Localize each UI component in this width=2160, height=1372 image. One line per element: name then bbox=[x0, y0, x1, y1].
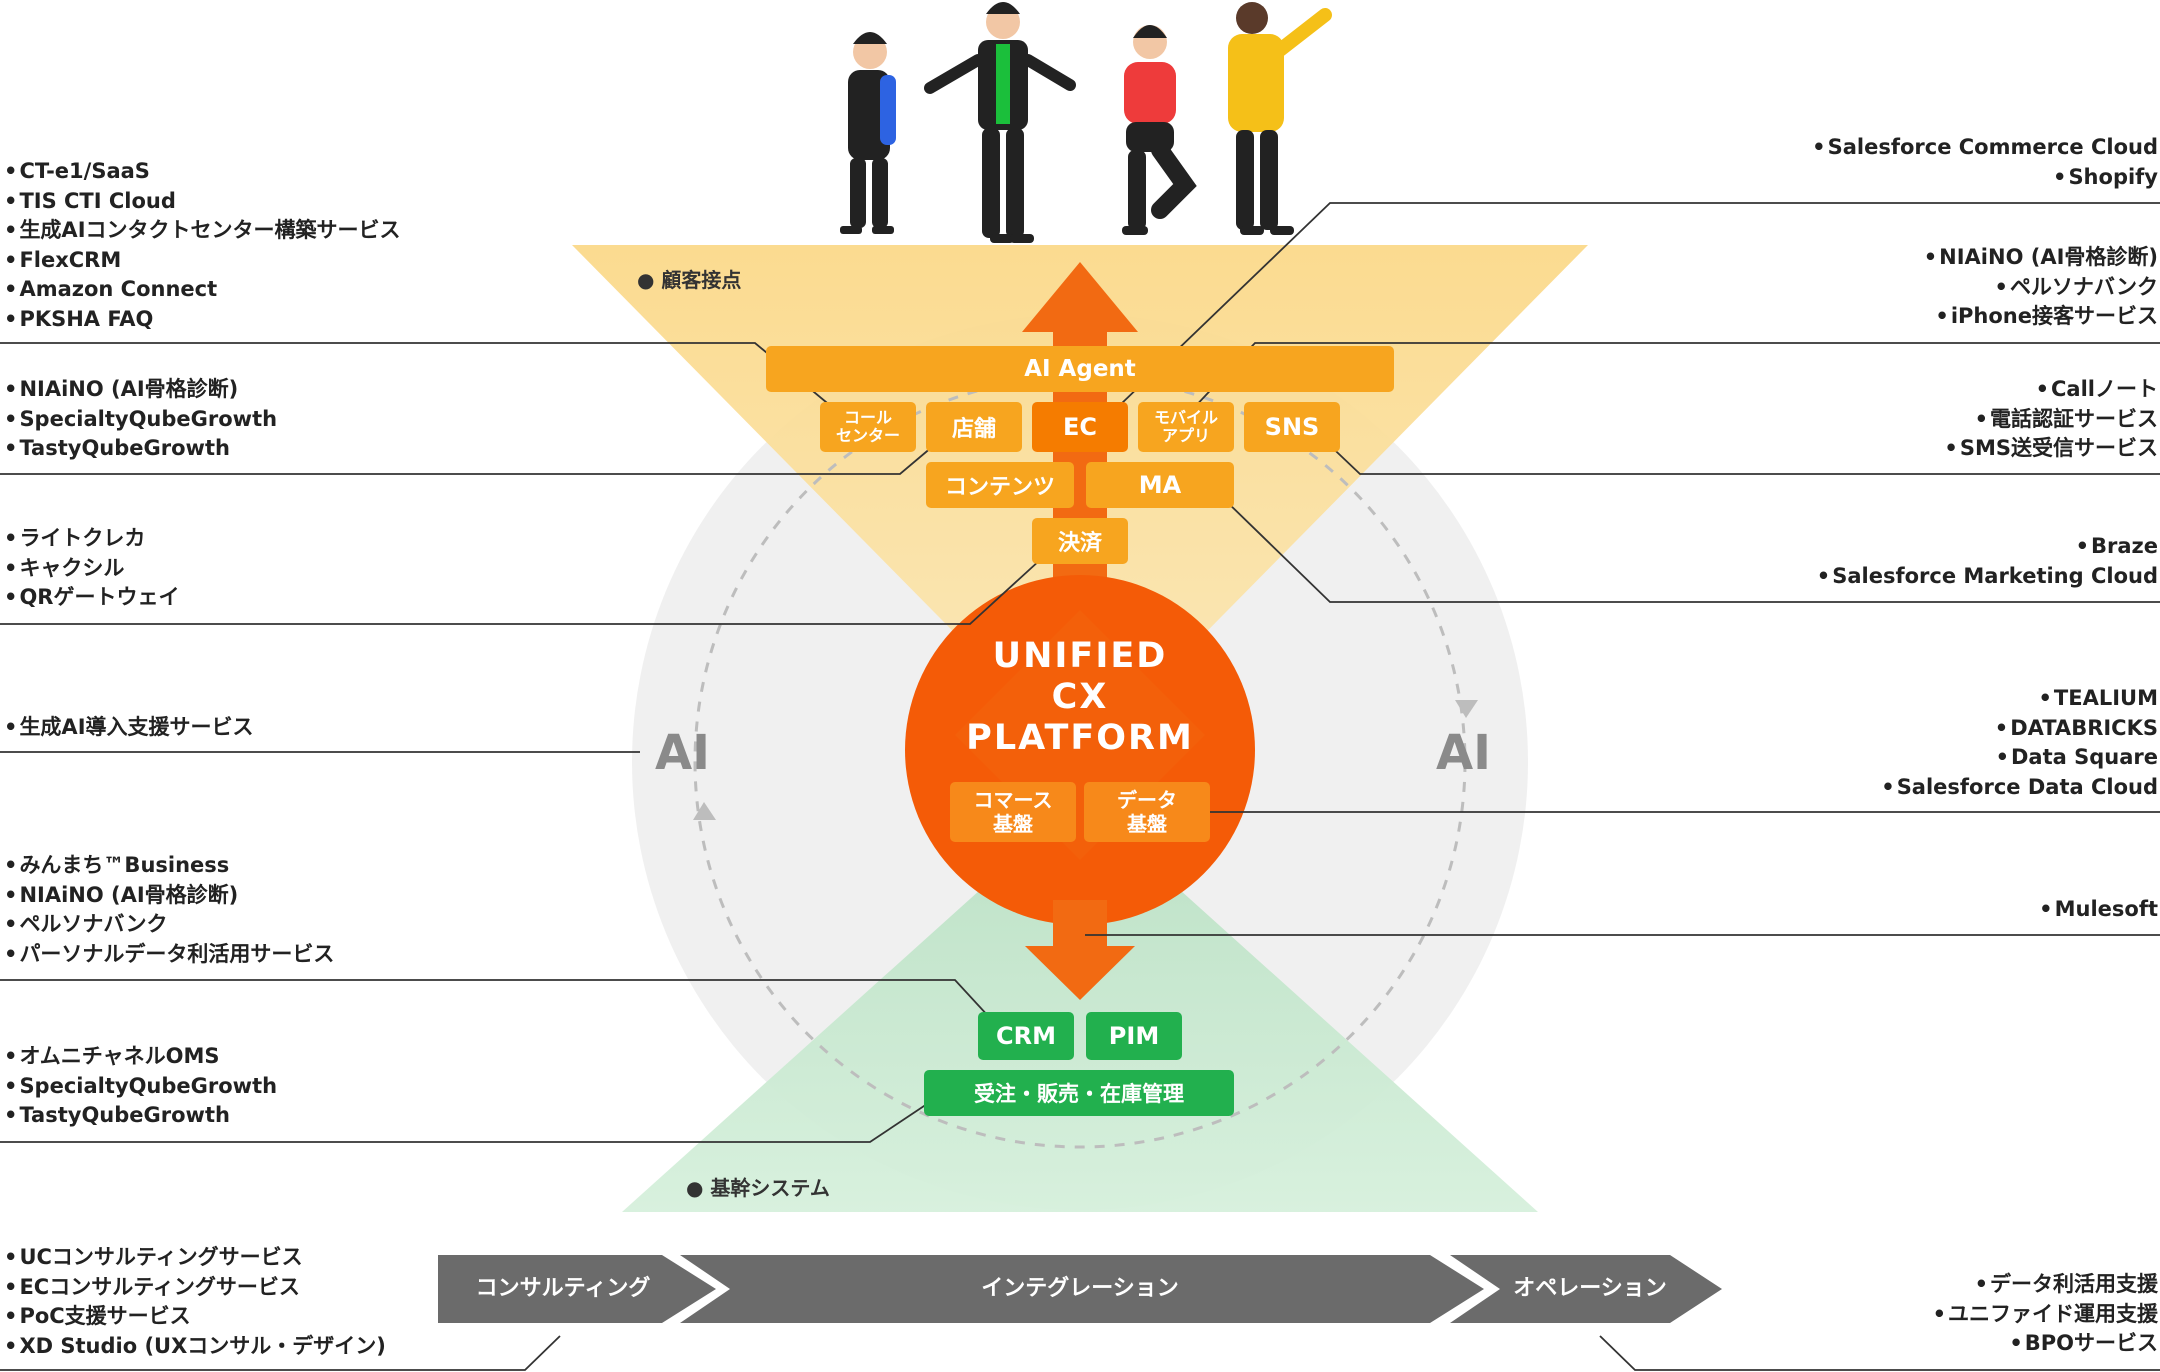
ai-cycle-arrow-left bbox=[693, 802, 716, 820]
touchpoint-text: 顧客接点 bbox=[661, 268, 742, 292]
person-3 bbox=[1122, 25, 1197, 235]
ai-cycle-arrow-right bbox=[1455, 700, 1478, 718]
list-item: ペルソナバンク bbox=[4, 910, 334, 940]
list-item: Data Square bbox=[1881, 743, 2158, 773]
list-item: Callノート bbox=[1944, 375, 2158, 405]
pill-content: コンテンツ bbox=[926, 462, 1074, 508]
pill-order-inventory: 受注・販売・在庫管理 bbox=[924, 1070, 1234, 1116]
list-item: ペルソナバンク bbox=[1924, 273, 2158, 303]
list-item: パーソナルデータ利活用サービス bbox=[4, 940, 334, 970]
list-item: ユニファイド運用支援 bbox=[1933, 1300, 2158, 1330]
downward-arrow-shaft bbox=[1053, 900, 1107, 948]
list-item: ライトクレカ bbox=[4, 524, 179, 554]
left-list-crm: みんまち™BusinessNIAiNO (AI骨格診断)ペルソナバンクパーソナル… bbox=[4, 851, 334, 969]
list-item: Mulesoft bbox=[2039, 895, 2158, 925]
list-item: Shopify bbox=[1812, 163, 2158, 193]
phase-arrow-integration bbox=[680, 1255, 1484, 1323]
list-item: PoC支援サービス bbox=[4, 1302, 386, 1332]
pill-ai-agent: AI Agent bbox=[766, 346, 1394, 392]
list-item: XD Studio (UXコンサル・デザイン) bbox=[4, 1332, 385, 1362]
right-list-mobile: NIAiNO (AI骨格診断)ペルソナバンクiPhone接客サービス bbox=[1924, 243, 2158, 332]
list-item: UCコンサルティングサービス bbox=[4, 1243, 386, 1273]
list-item: キャクシル bbox=[4, 554, 179, 584]
left-list-genai: 生成AI導入支援サービス bbox=[4, 713, 253, 743]
list-item: ECコンサルティングサービス bbox=[4, 1273, 386, 1303]
pill-ec: EC bbox=[1032, 402, 1128, 452]
list-item: NIAiNO (AI骨格診断) bbox=[4, 881, 334, 911]
list-item: Salesforce Commerce Cloud bbox=[1812, 133, 2158, 163]
list-item: 生成AI導入支援サービス bbox=[4, 713, 253, 743]
list-item: TastyQubeGrowth bbox=[4, 434, 277, 464]
left-list-consulting: UCコンサルティングサービスECコンサルティングサービスPoC支援サービスXD … bbox=[4, 1243, 386, 1362]
list-item: Salesforce Data Cloud bbox=[1881, 773, 2158, 803]
left-leader-lines bbox=[0, 342, 1041, 1371]
list-item: TIS CTI Cloud bbox=[4, 187, 401, 217]
list-item: TEALIUM bbox=[1881, 684, 2158, 714]
list-item: NIAiNO (AI骨格診断) bbox=[1924, 243, 2158, 273]
pill-pim: PIM bbox=[1086, 1012, 1182, 1060]
right-list-sns: Callノート電話認証サービスSMS送受信サービス bbox=[1944, 375, 2158, 464]
pill-commerce-base: コマース 基盤 bbox=[950, 782, 1076, 842]
list-item: NIAiNO (AI骨格診断) bbox=[4, 375, 277, 405]
phase-arrow-operation bbox=[1450, 1255, 1722, 1323]
section-label-touchpoint: ● 顧客接点 bbox=[637, 268, 742, 292]
phase-consulting-label: コンサルティング bbox=[475, 1276, 651, 1301]
left-list-oms: オムニチャネルOMSSpecialtyQubeGrowthTastyQubeGr… bbox=[4, 1042, 277, 1131]
pill-ma: MA bbox=[1086, 462, 1234, 508]
phase-integration-label: インテグレーション bbox=[981, 1276, 1179, 1301]
list-item: Salesforce Marketing Cloud bbox=[1817, 562, 2158, 592]
left-list-store: NIAiNO (AI骨格診断)SpecialtyQubeGrowthTastyQ… bbox=[4, 375, 277, 464]
list-item: オムニチャネルOMS bbox=[4, 1042, 277, 1072]
right-leader-lines bbox=[1085, 202, 2160, 1371]
list-item: BPOサービス bbox=[1933, 1329, 2158, 1359]
person-1 bbox=[840, 32, 896, 234]
pill-call-center: コール センター bbox=[820, 402, 916, 452]
pill-store: 店舗 bbox=[926, 402, 1022, 452]
list-item: FlexCRM bbox=[4, 246, 401, 276]
core-system-triangle bbox=[622, 800, 1538, 1212]
phase-arrows bbox=[438, 1255, 1722, 1323]
ai-cycle-dashed-circle bbox=[693, 375, 1467, 1149]
platform-title: UNIFIED CX PLATFORM bbox=[966, 636, 1194, 758]
phase-arrow-consulting bbox=[438, 1255, 716, 1323]
left-list-payment: ライトクレカキャクシルQRゲートウェイ bbox=[4, 524, 179, 613]
phase-operation-label: オペレーション bbox=[1513, 1276, 1667, 1301]
right-list-data: TEALIUMDATABRICKSData SquareSalesforce D… bbox=[1881, 684, 2158, 802]
list-item: SpecialtyQubeGrowth bbox=[4, 1072, 277, 1102]
list-item: Amazon Connect bbox=[4, 275, 401, 305]
upward-arrow-head bbox=[1022, 262, 1138, 332]
list-item: TastyQubeGrowth bbox=[4, 1101, 277, 1131]
list-item: データ利活用支援 bbox=[1933, 1270, 2158, 1300]
people-illustration bbox=[840, 2, 1332, 243]
list-item: 電話認証サービス bbox=[1944, 405, 2158, 435]
list-item: Braze bbox=[1817, 532, 2158, 562]
core-system-text: 基幹システム bbox=[710, 1176, 830, 1200]
list-item: CT-e1/SaaS bbox=[4, 157, 401, 187]
right-list-ma: BrazeSalesforce Marketing Cloud bbox=[1817, 532, 2158, 591]
list-item: SMS送受信サービス bbox=[1944, 434, 2158, 464]
pill-sns: SNS bbox=[1244, 402, 1340, 452]
list-item: 生成AIコンタクトセンター構築サービス bbox=[4, 216, 400, 246]
pill-data-base: データ 基盤 bbox=[1084, 782, 1210, 842]
list-item: PKSHA FAQ bbox=[4, 305, 401, 335]
person-2 bbox=[924, 2, 1076, 243]
list-item: iPhone接客サービス bbox=[1924, 302, 2158, 332]
pill-payment: 決済 bbox=[1032, 518, 1128, 564]
list-item: QRゲートウェイ bbox=[4, 583, 179, 613]
person-4 bbox=[1228, 2, 1332, 235]
pill-mobile-app: モバイル アプリ bbox=[1138, 402, 1234, 452]
ai-label-left: AI bbox=[655, 725, 711, 781]
right-list-integration: Mulesoft bbox=[2039, 895, 2158, 925]
right-list-operation: データ利活用支援ユニファイド運用支援BPOサービス bbox=[1933, 1270, 2158, 1359]
list-item: みんまち™Business bbox=[4, 851, 334, 881]
section-label-core-system: ● 基幹システム bbox=[686, 1176, 830, 1200]
pill-crm: CRM bbox=[978, 1012, 1074, 1060]
downward-arrow-head bbox=[1025, 946, 1135, 1000]
list-item: SpecialtyQubeGrowth bbox=[4, 405, 277, 435]
ai-label-right: AI bbox=[1436, 725, 1492, 781]
left-list-contact-center: CT-e1/SaaSTIS CTI Cloud生成AIコンタクトセンター構築サー… bbox=[4, 157, 401, 335]
right-list-ec: Salesforce Commerce CloudShopify bbox=[1812, 133, 2158, 192]
list-item: DATABRICKS bbox=[1881, 714, 2158, 744]
